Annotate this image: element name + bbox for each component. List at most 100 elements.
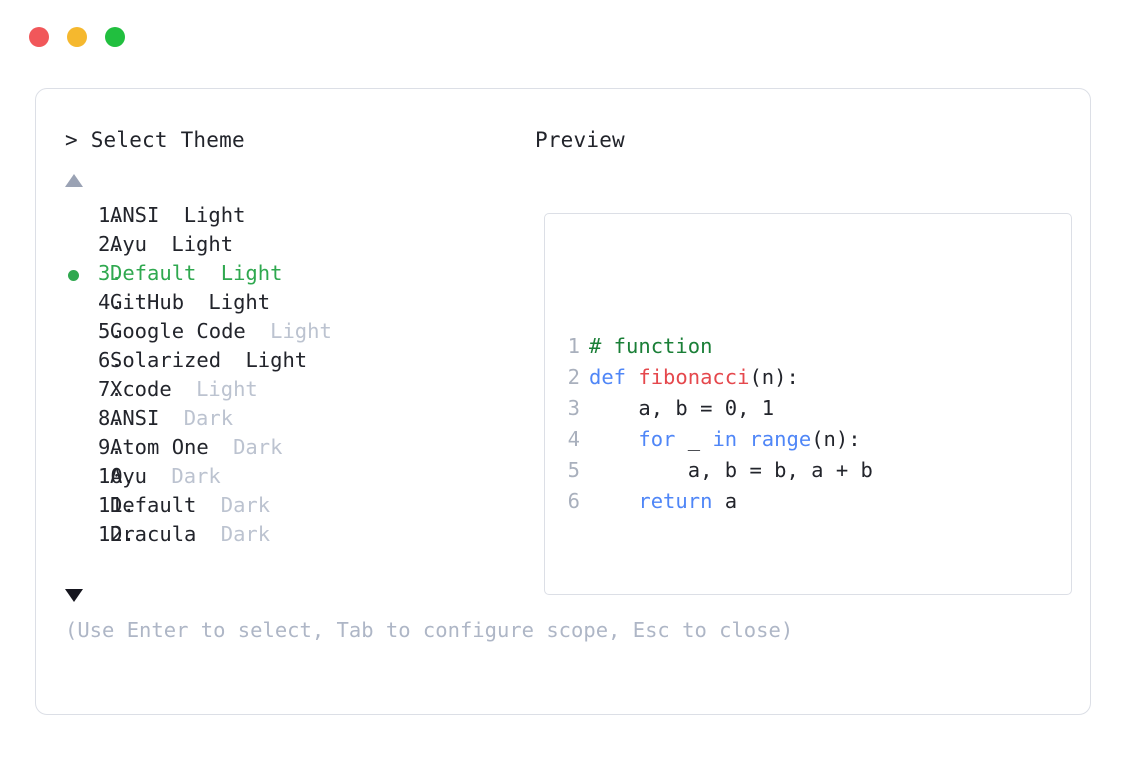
code-token: 1 (761, 396, 775, 420)
code-token: return (638, 489, 713, 513)
theme-item-name: Atom One (110, 435, 209, 459)
theme-item-number: 10. (98, 464, 136, 488)
code-line: 4 for _ in range(n): (566, 424, 907, 455)
theme-item-variant: Light (208, 290, 271, 314)
theme-list-item[interactable]: 2.Ayu Light (36, 230, 536, 259)
code-line-content: def fibonacci(n): (589, 362, 799, 393)
code-line-content: for _ in range(n): (589, 424, 861, 455)
theme-item-name: Solarized (110, 348, 222, 372)
theme-list-item[interactable]: 3.Default Light (36, 259, 536, 288)
theme-item-variant: Light (220, 261, 283, 285)
theme-item-space (147, 230, 171, 259)
code-token: # function (589, 334, 713, 358)
theme-list-item[interactable]: 10.Ayu Dark (36, 462, 536, 491)
code-line-number: 1 (567, 334, 580, 358)
theme-item-variant: Light (171, 232, 234, 256)
code-line: 6 return a (566, 486, 907, 517)
theme-item-variant: Dark (171, 464, 221, 488)
code-token (737, 427, 749, 451)
theme-item-name: Ayu (110, 464, 148, 488)
code-token: a, b = (589, 396, 725, 420)
theme-list-item[interactable]: 8.ANSI Dark (36, 404, 536, 433)
theme-item-space (196, 491, 220, 520)
code-line-number: 6 (567, 489, 580, 513)
theme-item-number: 9. (98, 435, 123, 459)
theme-item-space (196, 259, 220, 288)
theme-list-item[interactable]: 4.GitHub Light (36, 288, 536, 317)
prompt-title-text: Select Theme (90, 128, 245, 152)
code-token (589, 489, 638, 513)
code-token: for (638, 427, 676, 451)
code-line-content: a, b = b, a + b (589, 455, 873, 486)
theme-item-space (147, 462, 171, 491)
theme-item-name: Default (110, 261, 197, 285)
code-token: , (737, 396, 762, 420)
theme-item-variant: Dark (220, 493, 271, 517)
code-line-content: a, b = 0, 1 (589, 393, 774, 424)
code-token: (n): (811, 427, 861, 451)
scroll-up-arrow-icon[interactable] (65, 174, 83, 187)
theme-item-space (172, 375, 196, 404)
theme-item-space (196, 520, 220, 549)
theme-item-name: Xcode (110, 377, 172, 401)
minimize-window-button[interactable] (67, 27, 87, 47)
theme-list-item[interactable]: 12.Dracula Dark (36, 520, 536, 549)
prompt-marker: > (65, 128, 78, 152)
theme-list-item[interactable]: 6.Solarized Light (36, 346, 536, 375)
code-line-number: 4 (567, 427, 580, 451)
code-line: 1 # function (566, 331, 907, 362)
theme-item-variant: Light (245, 348, 308, 372)
code-token: a (712, 489, 738, 513)
code-line-content: return a (589, 486, 737, 517)
theme-item-name: Dracula (110, 522, 197, 546)
code-token: fibonacci (638, 365, 750, 389)
prompt-title: > Select Theme (65, 127, 245, 153)
theme-item-space (209, 433, 233, 462)
code-line: 2 def fibonacci(n): (566, 362, 907, 393)
code-line: 3 a, b = 0, 1 (566, 393, 907, 424)
theme-item-variant: Light (183, 203, 246, 227)
theme-list-item[interactable]: 5.Google Code Light (36, 317, 536, 346)
theme-item-name: Ayu (110, 232, 148, 256)
code-line-number: 2 (567, 365, 580, 389)
theme-item-number: 2. (98, 232, 123, 256)
code-line-number: 3 (567, 396, 580, 420)
theme-item-number: 7. (98, 377, 123, 401)
code-token: a, b = b, a + b (589, 458, 873, 482)
code-token: _ (675, 427, 713, 451)
theme-list-item[interactable]: 1.ANSI Light (36, 201, 536, 230)
theme-item-space (221, 346, 245, 375)
close-window-button[interactable] (29, 27, 49, 47)
theme-item-name: ANSI (110, 203, 160, 227)
theme-list-item[interactable]: 7.Xcode Light (36, 375, 536, 404)
theme-item-variant: Light (196, 377, 258, 401)
theme-item-name: Google Code (110, 319, 246, 343)
theme-list-item[interactable]: 11.Default Dark (36, 491, 536, 520)
preview-heading: Preview (535, 128, 625, 152)
theme-item-variant: Light (270, 319, 332, 343)
scroll-down-arrow-icon[interactable] (65, 589, 83, 602)
code-token: (n): (749, 365, 799, 389)
code-token (589, 427, 638, 451)
code-token: range (749, 427, 812, 451)
theme-item-name: Default (110, 493, 197, 517)
code-line-content: # function (589, 331, 712, 362)
footer-hint: (Use Enter to select, Tab to configure s… (65, 618, 794, 642)
theme-item-variant: Dark (183, 406, 234, 430)
code-token: def (589, 365, 639, 389)
code-token: in (712, 427, 738, 451)
theme-item-space (184, 288, 208, 317)
theme-item-space (159, 201, 183, 230)
selected-bullet-icon (68, 270, 79, 281)
maximize-window-button[interactable] (105, 27, 125, 47)
theme-item-number: 3. (98, 261, 123, 285)
theme-item-number: 1. (98, 203, 123, 227)
theme-list-item[interactable]: 9.Atom One Dark (36, 433, 536, 462)
theme-item-number: 11. (98, 493, 136, 517)
window-titlebar (0, 0, 1129, 74)
